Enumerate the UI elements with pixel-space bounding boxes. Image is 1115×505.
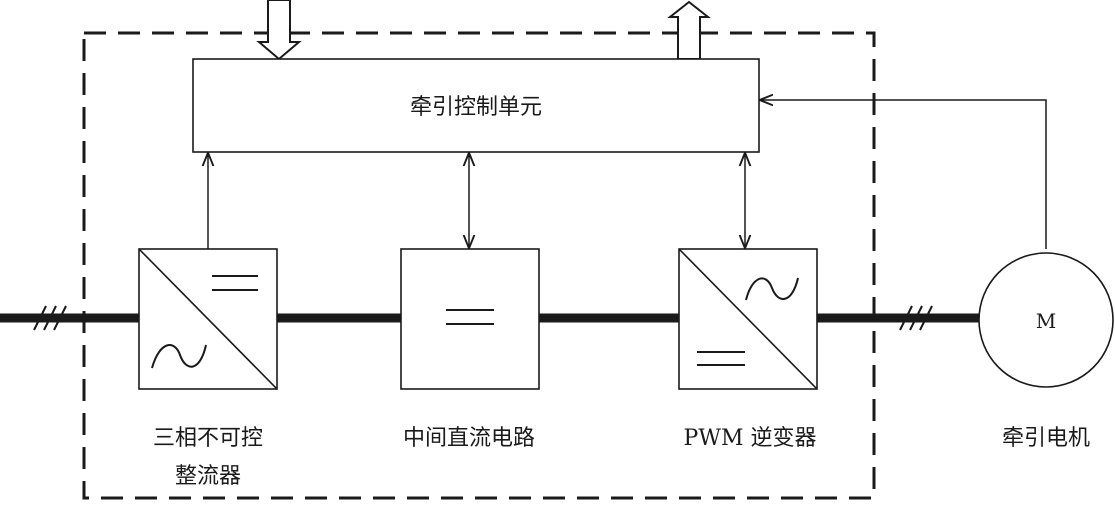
rectifier-block [138,248,278,390]
dc-link-label: 中间直流电路 [403,426,535,451]
motor-feedback-line [761,100,1047,249]
dc-link-block [400,248,540,390]
inverter-label: PWM 逆变器 [684,426,817,451]
input-hollow-arrow [256,0,302,61]
ac-symbol [745,277,799,301]
three-phase-marks-output [899,305,933,331]
motor-circle [978,252,1114,388]
system-boundary [82,31,876,500]
rectifier-label-line2: 整流器 [175,464,241,489]
three-phase-marks-input [33,305,67,331]
motor-label: 牵引电机 [1002,426,1090,451]
rectifier-label-line1: 三相不可控 [153,426,263,451]
control-unit-label: 牵引控制单元 [410,95,542,120]
output-hollow-arrow [667,0,711,60]
inverter-block [678,248,818,390]
ac-symbol [151,344,207,369]
motor-symbol: M [1036,309,1056,333]
control-unit-box [192,58,760,153]
